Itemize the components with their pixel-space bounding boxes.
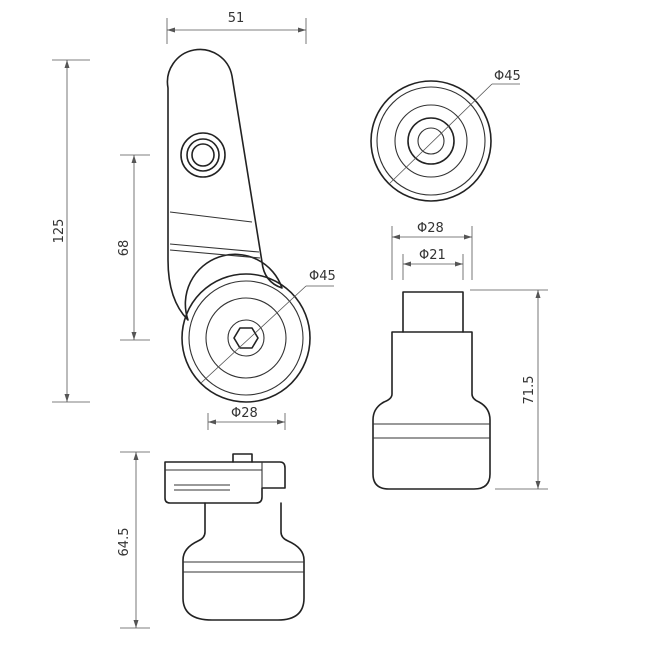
pivot-hole-bore — [191, 143, 215, 167]
front-rim-circle — [376, 86, 486, 196]
arm-roller — [181, 273, 334, 403]
side-shaft-outline — [402, 291, 464, 333]
arrow-icon — [535, 290, 541, 298]
arrow-icon — [464, 234, 472, 240]
roller-side-view — [372, 291, 491, 490]
arrow-icon — [167, 27, 175, 33]
roller-hub-circle — [205, 297, 287, 379]
pivot-hole-inner — [186, 138, 220, 172]
arm-edge-line — [169, 211, 253, 223]
dim-roller-shaft-inner-label: Φ21 — [419, 248, 446, 263]
roller-front-view — [370, 80, 520, 202]
dim-roller-shaft-outer-label: Φ28 — [417, 221, 444, 236]
front-inner-circle — [407, 117, 455, 165]
arm-outline — [166, 48, 283, 321]
dim-arm-assembly-height-label: 64.5 — [117, 528, 132, 557]
arrow-icon — [298, 27, 306, 33]
assembly-bracket-outline — [164, 461, 286, 504]
arm-edge-line — [169, 249, 261, 259]
arm-assembly-side-view — [164, 453, 305, 621]
dim-arm-total-height-label: 125 — [52, 219, 67, 244]
roller-inner-circle — [227, 319, 265, 357]
dim-arm-width-label: 51 — [228, 11, 245, 26]
dim-arm-roller-hub-label: Φ28 — [231, 406, 258, 421]
arm-side-view — [166, 48, 283, 321]
arm-edge-line — [169, 243, 260, 253]
assembly-shaft-outline — [182, 502, 305, 621]
assembly-bolt-head — [232, 453, 253, 463]
arrow-icon — [277, 419, 285, 425]
dim-arm-pivot-distance-label: 68 — [117, 240, 132, 257]
pivot-hole-outer — [180, 132, 226, 178]
arrow-icon — [392, 234, 400, 240]
front-bore-circle — [417, 127, 445, 155]
front-outer-circle — [370, 80, 492, 202]
front-diameter-leader — [388, 83, 493, 185]
arrow-icon — [403, 261, 411, 267]
side-body-outline — [372, 331, 491, 490]
arrow-icon — [208, 419, 216, 425]
roller-outer-circle — [181, 273, 311, 403]
front-hub-circle — [394, 104, 468, 178]
dimension-labels: 51 125 68 Φ45 Φ28 64.5 Φ45 Φ28 Φ21 71.5 — [52, 11, 537, 556]
dim-roller-side-height-label: 71.5 — [522, 376, 537, 405]
arrow-icon — [455, 261, 463, 267]
arrow-icon — [535, 481, 541, 489]
dim-arm-roller-diameter-label: Φ45 — [309, 269, 336, 284]
roller-rim-circle — [188, 280, 304, 396]
arrow-icon — [131, 155, 137, 163]
arrow-icon — [64, 394, 70, 402]
arrow-icon — [133, 620, 139, 628]
roller-diameter-leader — [200, 285, 307, 384]
arrow-icon — [133, 452, 139, 460]
dimension-lines — [52, 18, 548, 629]
arrow-icon — [131, 332, 137, 340]
hex-socket-icon — [233, 327, 259, 349]
dim-roller-front-diameter-label: Φ45 — [494, 69, 521, 84]
arrow-icon — [64, 60, 70, 68]
